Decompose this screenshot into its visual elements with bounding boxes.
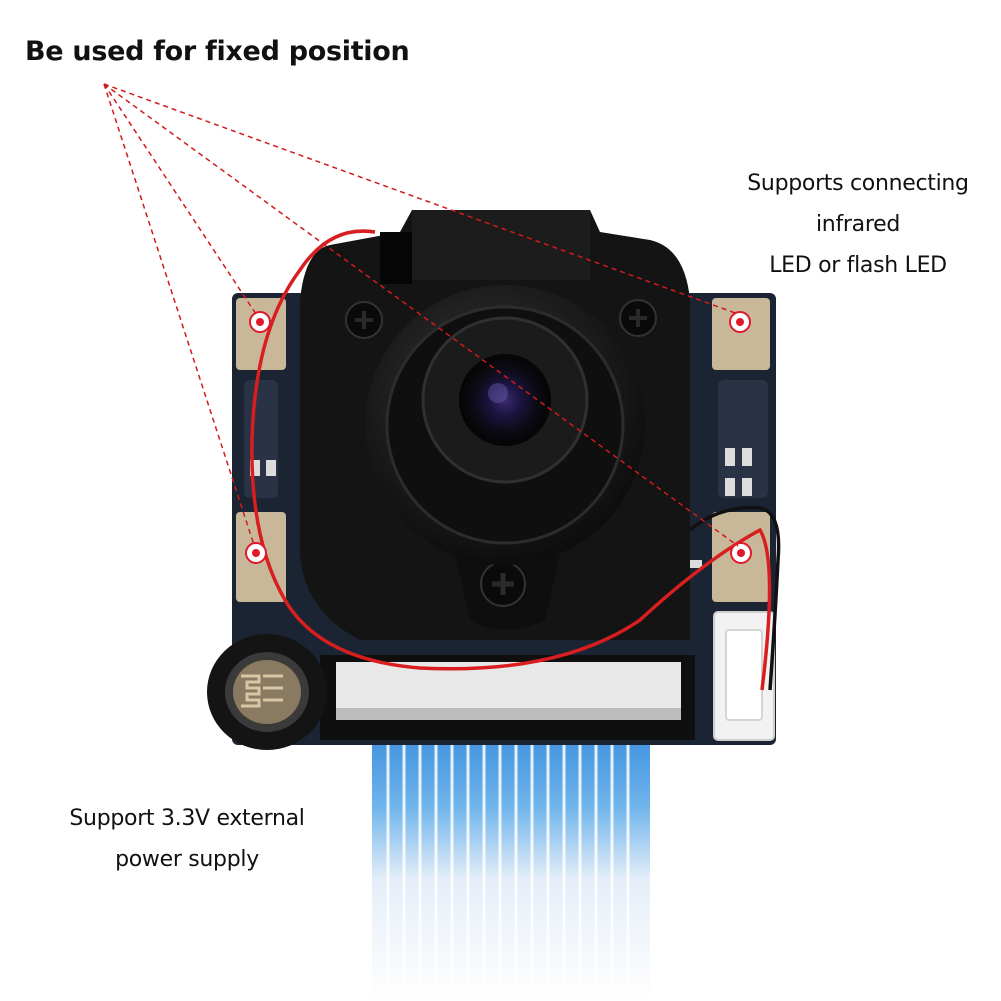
ir-led-label-line1: Supports connecting: [747, 171, 969, 196]
mount-pad-top-right: [712, 298, 770, 370]
power-supply-label: Support 3.3V external power supply: [52, 798, 322, 880]
light-sensor: [207, 634, 327, 750]
mount-marker-top-right-icon: [729, 311, 751, 333]
black-wire: [688, 505, 781, 691]
camera-body: [300, 210, 690, 640]
power-label-line2: power supply: [115, 847, 259, 872]
mount-marker-bottom-right-icon: [730, 542, 752, 564]
ir-led-label-line2: infrared: [816, 212, 900, 237]
screw-right-icon: [619, 299, 657, 337]
camera-lens: [459, 354, 551, 446]
power-label-line1: Support 3.3V external: [69, 806, 305, 831]
mount-marker-bottom-left-icon: [245, 542, 267, 564]
red-wire: [250, 229, 772, 691]
fixed-position-label: Be used for fixed position: [25, 36, 410, 67]
screw-left-icon: [345, 301, 383, 339]
ir-led-label-line3: LED or flash LED: [769, 253, 947, 278]
ir-led-label: Supports connecting infrared LED or flas…: [738, 163, 978, 286]
mount-marker-top-left-icon: [249, 311, 271, 333]
screw-bottom-icon: [480, 561, 526, 607]
ribbon-cable: [372, 730, 650, 1001]
callout-lines: [103, 83, 739, 547]
